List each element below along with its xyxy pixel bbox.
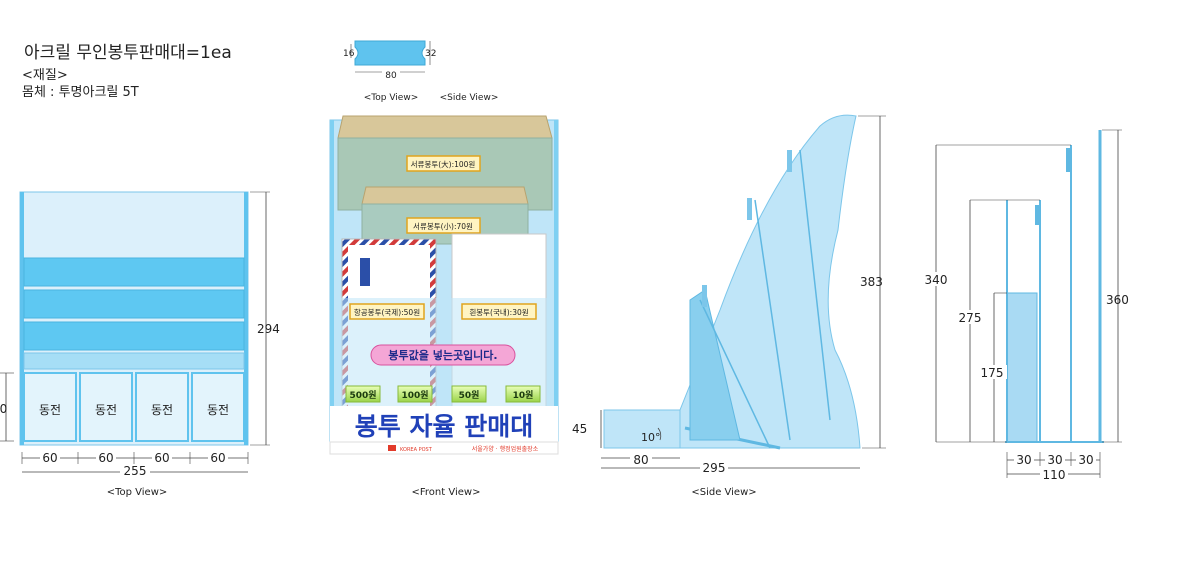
footer-logo-text: KOREA POST (400, 447, 433, 453)
material-body: 몸체 : 투명아크릴 5T (22, 85, 139, 100)
profile-dim-left: 275 (959, 311, 982, 325)
coin-label: 10원 (513, 389, 534, 401)
side-view-angle-dim: 10° (641, 431, 661, 444)
footer-office-text: 서울가양 · 행정업원출장소 (472, 445, 539, 453)
material-heading: <재질> (22, 68, 68, 83)
profile-dim-left: 340 (925, 273, 948, 287)
side-view-caption: <Side View> (691, 487, 756, 498)
top-view-bottom-dim: 60 (154, 451, 169, 465)
profile-bottom-dim: 30 (1078, 453, 1093, 467)
top-view-caption: <Top View> (107, 487, 168, 498)
profile-total-dim: 110 (1043, 468, 1066, 482)
mini-part-caption-top: <Top View> (364, 93, 419, 103)
side-view-inner-dim: 80 (633, 453, 648, 467)
side-view-front-height-dim: 45 (572, 422, 587, 436)
profile-dim-right: 360 (1106, 293, 1129, 307)
side-view-height-dim: 383 (860, 275, 883, 289)
top-view-drawing: 동전 동전 동전 동전 294 60 60 60 60 60 255 <Top … (0, 191, 280, 498)
top-view-height-dim: 294 (257, 322, 280, 336)
compartment-label: 동전 (151, 403, 173, 417)
coin-label: 500원 (349, 389, 376, 401)
mini-part-caption-side: <Side View> (440, 93, 499, 103)
compartment-label: 동전 (207, 403, 229, 417)
compartment-label: 동전 (39, 403, 61, 417)
profile-view-drawing: 340 275 175 360 30 30 30 110 (924, 129, 1129, 482)
profile-bottom-dim: 30 (1016, 453, 1031, 467)
top-view-bottom-dim: 60 (42, 451, 57, 465)
small-envelope-label: 서류봉투(小):70원 (413, 222, 473, 231)
top-view-bottom-dim: 60 (210, 451, 225, 465)
top-view-bottom-dim: 60 (98, 451, 113, 465)
side-view-depth-dim: 295 (703, 461, 726, 475)
mini-part-dim-left: 16 (343, 49, 355, 59)
banner-text: 봉투 자율 판매대 (355, 412, 533, 441)
top-view-total-dim: 255 (124, 464, 147, 478)
mini-part-dim-bottom: 80 (385, 71, 397, 81)
top-view-left-dim: 60 (0, 402, 7, 416)
profile-bottom-dim: 30 (1047, 453, 1062, 467)
coin-label: 50원 (459, 389, 480, 401)
page-title: 아크릴 무인봉투판매대=1ea (24, 43, 232, 63)
profile-dim-left: 175 (981, 366, 1004, 380)
front-view-drawing: 서류봉투(大):100원 서류봉투(小):70원 항공봉투(국제):50원 흰봉… (329, 115, 559, 498)
compartment-label: 동전 (95, 403, 117, 417)
white-envelope-label: 흰봉투(국내):30원 (469, 308, 528, 317)
airmail-envelope-label: 항공봉투(국제):50원 (354, 308, 420, 317)
front-view-caption: <Front View> (412, 487, 481, 498)
coin-label: 100원 (401, 389, 428, 401)
large-envelope-label: 서류봉투(大):100원 (411, 159, 476, 169)
mini-part-dim-right: 32 (425, 49, 436, 59)
mini-part-drawing: 16 32 80 <Top View> <Side View> (343, 40, 499, 103)
slogan-text: 봉투값을 넣는곳입니다. (388, 348, 497, 362)
side-view-drawing: 45 10° 80 295 383 <Side View> (572, 114, 886, 498)
